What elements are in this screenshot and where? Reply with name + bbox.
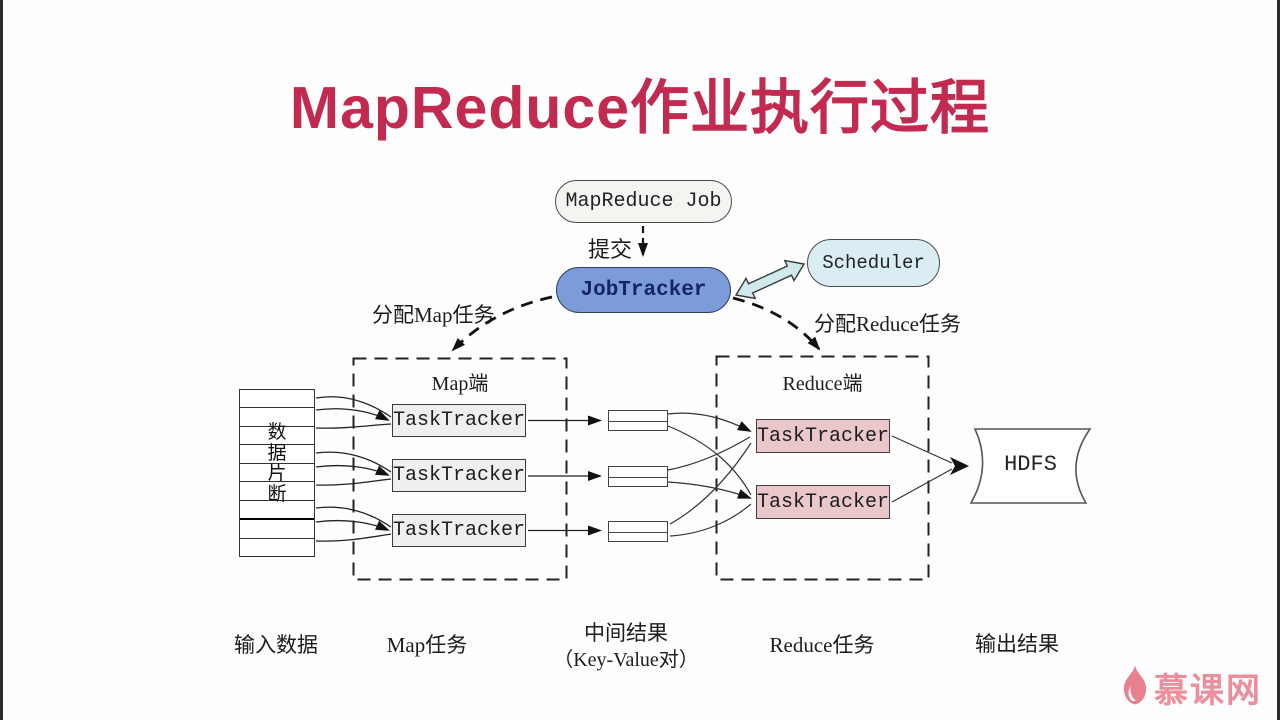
slide-title: MapReduce作业执行过程 <box>289 75 991 141</box>
data-slice-row <box>240 444 314 462</box>
reduce-side-label: Reduce端 <box>782 373 863 395</box>
map-side-label: Map端 <box>431 373 489 395</box>
data-slice-row <box>240 407 314 425</box>
frame-right-edge <box>1277 0 1280 720</box>
map-tasktracker-1-label: TaskTracker <box>392 409 526 432</box>
reduce-tasktracker-1: TaskTracker <box>756 419 890 453</box>
data-slice-row <box>240 499 314 518</box>
data-slice-row <box>240 425 314 444</box>
map-tasktracker-1: TaskTracker <box>392 404 526 437</box>
assign-map-label: 分配Map任务 <box>372 303 495 327</box>
intermediate-box-2 <box>608 466 668 487</box>
intermediate-box-1-divider <box>609 420 667 422</box>
data-slices-char-3: 片 <box>267 463 287 484</box>
data-slices-char-2: 据 <box>267 442 287 464</box>
node-scheduler: Scheduler <box>807 239 940 287</box>
data-slice-row <box>240 537 314 556</box>
map-tasktracker-2: TaskTracker <box>392 459 526 492</box>
jobtracker-scheduler-double-arrow <box>734 259 806 300</box>
data-slice-row <box>240 462 314 481</box>
data-slices-char-1: 数 <box>267 422 287 443</box>
node-jobtracker: JobTracker <box>556 267 731 313</box>
hdfs-shape <box>969 428 1092 504</box>
caption-intermediate-results: 中间结果 <box>584 621 668 645</box>
mapreduce-job-label: MapReduce Job <box>565 190 722 213</box>
intermediate-box-1 <box>608 410 668 431</box>
node-mapreduce-job: MapReduce Job <box>555 180 732 223</box>
frame-left-edge <box>0 0 3 720</box>
caption-input-data: 输入数据 <box>234 633 318 657</box>
caption-key-value-pairs: （Key-Value对） <box>553 649 699 671</box>
reduce-tasktracker-1-label: TaskTracker <box>756 424 890 448</box>
input-data-stack <box>239 389 315 557</box>
caption-map-tasks: Map任务 <box>386 633 468 657</box>
map-tasktracker-2-label: TaskTracker <box>392 464 526 487</box>
imooc-watermark: 慕课网 <box>1120 663 1262 712</box>
data-slices-char-4: 断 <box>267 483 287 505</box>
reduce-tasktracker-2-label: TaskTracker <box>756 490 890 514</box>
scheduler-label: Scheduler <box>822 252 925 274</box>
data-slice-row <box>240 481 314 499</box>
map-tasktracker-3-label: TaskTracker <box>392 519 526 542</box>
intermediate-box-2-divider <box>609 476 667 478</box>
caption-output-results: 输出结果 <box>975 632 1059 656</box>
assign-reduce-label: 分配Reduce任务 <box>814 312 961 336</box>
flame-icon <box>1120 665 1150 710</box>
data-slice-row-thick <box>240 518 314 537</box>
data-slice-row <box>240 390 314 407</box>
caption-reduce-tasks: Reduce任务 <box>769 633 875 657</box>
intermediate-box-3-divider <box>609 531 667 533</box>
intermediate-box-3 <box>608 521 668 542</box>
jobtracker-label: JobTracker <box>580 278 707 302</box>
map-tasktracker-3: TaskTracker <box>392 514 526 547</box>
reduce-tasktracker-2: TaskTracker <box>756 485 890 519</box>
data-slices-vertical-label: 数 据 片 断 <box>239 422 315 505</box>
submit-label: 提交 <box>588 237 633 262</box>
imooc-brand-text: 慕课网 <box>1154 672 1262 710</box>
hdfs-label: HDFS <box>1004 452 1057 477</box>
